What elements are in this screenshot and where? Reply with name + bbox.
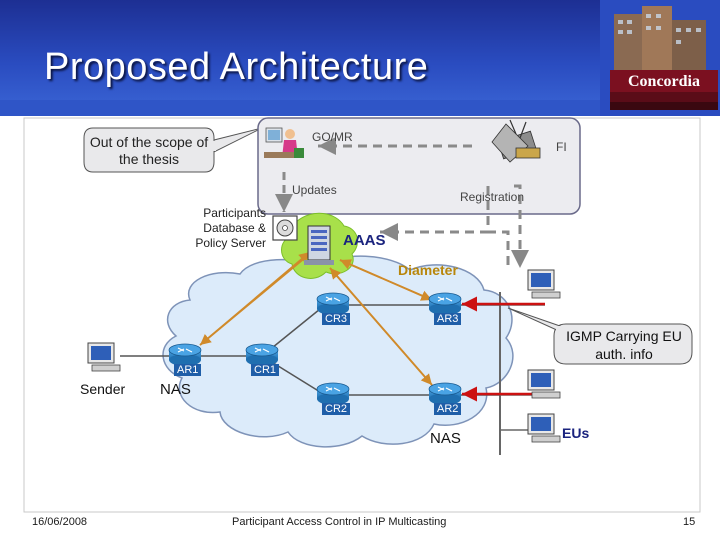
cr2-label: CR2: [322, 403, 351, 415]
slide-title: Proposed Architecture: [44, 46, 429, 88]
router-ar1: [168, 343, 202, 366]
title-bar-band: [0, 100, 720, 116]
scope-note-pointer: [213, 127, 263, 153]
ar2-label: AR2: [434, 403, 462, 415]
igmp-arrows: [462, 296, 545, 402]
router-ar2: [428, 382, 462, 405]
igmp-note: IGMP Carrying EU auth. info: [566, 328, 682, 362]
eu-computer-icon-3: [527, 413, 561, 443]
footer-page-number: 15: [683, 516, 696, 528]
nas-left-label: NAS: [160, 381, 191, 398]
out-of-scope-box: [257, 117, 581, 215]
fi-label: FI: [556, 140, 567, 154]
aaas-label: AAAS: [343, 232, 386, 249]
database-disc-icon: [272, 215, 298, 241]
sender-computer-icon: [87, 342, 121, 372]
nas-bottom-label: NAS: [430, 430, 461, 447]
registration-label: Registration: [460, 190, 525, 204]
eus-label: EUs: [562, 425, 590, 441]
network-cloud: [162, 255, 514, 448]
diameter-arrows: [199, 251, 433, 386]
aaas-server-icon: [304, 225, 334, 265]
ar3-label: AR3: [434, 313, 462, 325]
participants-db-label: Participants Database & Policy Server: [195, 206, 266, 250]
concordia-logo: Concordia: [600, 0, 720, 116]
igmp-callout: [553, 323, 693, 365]
router-ar3: [428, 292, 462, 315]
ar1-label: AR1: [174, 364, 202, 376]
footer-date: 16/06/2008: [32, 516, 88, 528]
logo-name: Concordia: [628, 73, 700, 90]
router-cr3: [316, 292, 350, 315]
sender-label: Sender: [80, 381, 126, 397]
registration-lines: [380, 184, 529, 268]
eu-computer-icon-2: [527, 369, 561, 399]
scope-note-callout: [83, 127, 215, 173]
eu-computer-icon-1: [527, 269, 561, 299]
router-cr1: [245, 343, 279, 366]
gomr-label: GO/MR: [312, 130, 353, 144]
gomr-person-icon: [264, 127, 304, 158]
cr1-label: CR1: [251, 364, 280, 376]
scope-note: Out of the scope of the thesis: [89, 134, 209, 167]
diameter-label: Diameter: [398, 262, 458, 278]
router-cr2: [316, 382, 350, 405]
footer-title: Participant Access Control in IP Multica…: [232, 516, 447, 528]
fi-network-icon: [491, 119, 541, 163]
cr3-label: CR3: [322, 313, 351, 325]
updates-label: Updates: [292, 183, 337, 197]
